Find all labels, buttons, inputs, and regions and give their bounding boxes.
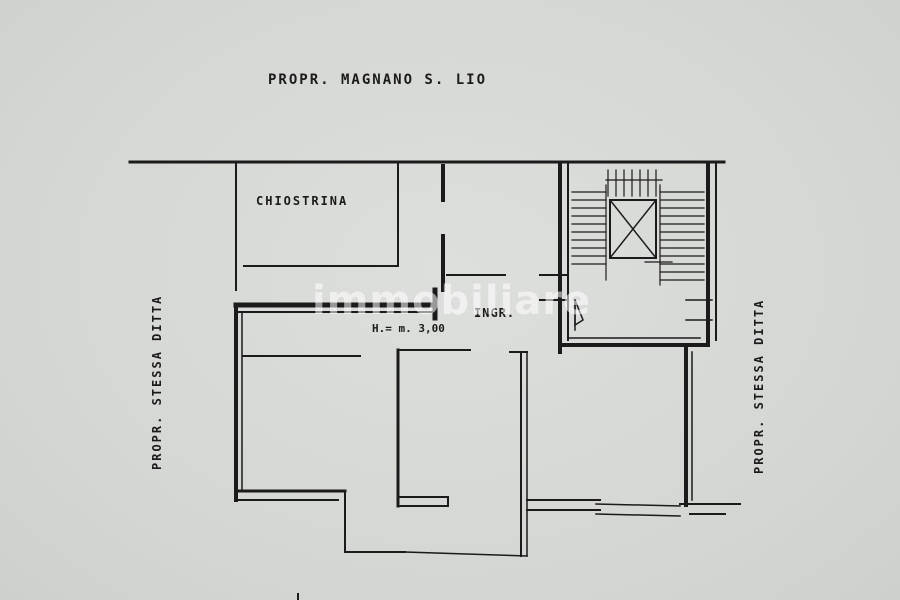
ceiling-height-label: H.= m. 3,00 [372,322,445,335]
stair-treads-left [571,184,607,281]
elevator-shaft [609,199,657,259]
right-neighbor-label: PROPR. STESSA DITTA [752,298,766,474]
top-neighbor-label: PROPR. MAGNANO S. LIO [268,72,488,88]
stair-treads-top [605,169,663,197]
left-neighbor-label: PROPR. STESSA DITTA [150,294,164,470]
entrance-label: INGR. [474,306,516,320]
watermark-logo: immobiliare [312,278,592,324]
courtyard-label: CHIOSTRINA [256,194,349,208]
stair-treads-right [659,184,705,286]
